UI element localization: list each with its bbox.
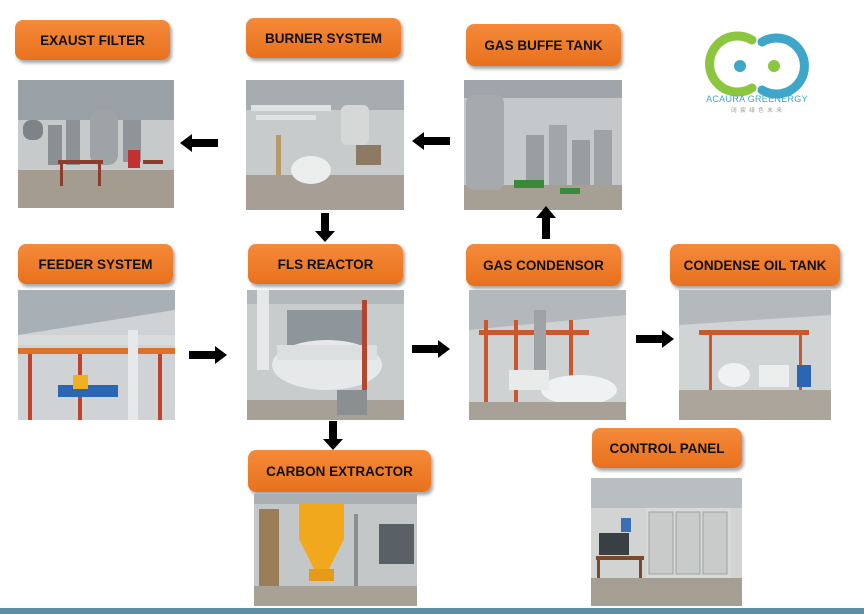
arrow-right-icon [412, 340, 450, 358]
gas-condensor-label: GAS CONDENSOR [466, 244, 621, 286]
control-panel-photo [591, 478, 742, 606]
bottom-bar [0, 608, 864, 614]
arrow-left-icon [412, 132, 450, 150]
arrow-down-icon [315, 213, 335, 242]
fls-reactor-photo [247, 290, 404, 420]
feeder-system-photo [18, 290, 175, 420]
logo-name: ACAURA GREENERGY [706, 94, 808, 104]
fls-reactor-label: FLS REACTOR [248, 244, 403, 284]
carbon-extractor-photo [254, 494, 417, 606]
burner-system-label: BURNER SYSTEM [246, 18, 401, 58]
arrow-right-icon [636, 330, 674, 348]
arrow-right-icon [189, 346, 227, 364]
exhaust-filter-photo [18, 80, 174, 208]
gas-buffer-tank-photo [464, 80, 622, 210]
burner-system-photo [246, 80, 404, 210]
feeder-system-label: FEEDER SYSTEM [18, 244, 173, 284]
condense-oil-tank-photo [679, 290, 831, 420]
logo-subtitle: 阔 宸 绿 色 未 来 [731, 108, 783, 114]
acaura-greenergy-logo [705, 31, 809, 99]
carbon-extractor-label: CARBON EXTRACTOR [248, 450, 431, 492]
arrow-up-icon [536, 206, 556, 239]
condense-oil-tank-label: CONDENSE OIL TANK [670, 244, 840, 286]
gas-buffer-tank-label: GAS BUFFE TANK [466, 24, 621, 66]
arrow-left-icon [180, 134, 218, 152]
control-panel-label: CONTROL PANEL [592, 428, 742, 468]
arrow-down-icon [323, 421, 343, 450]
gas-condensor-photo [469, 290, 626, 420]
exhaust-filter-label: EXAUST FILTER [15, 20, 170, 60]
